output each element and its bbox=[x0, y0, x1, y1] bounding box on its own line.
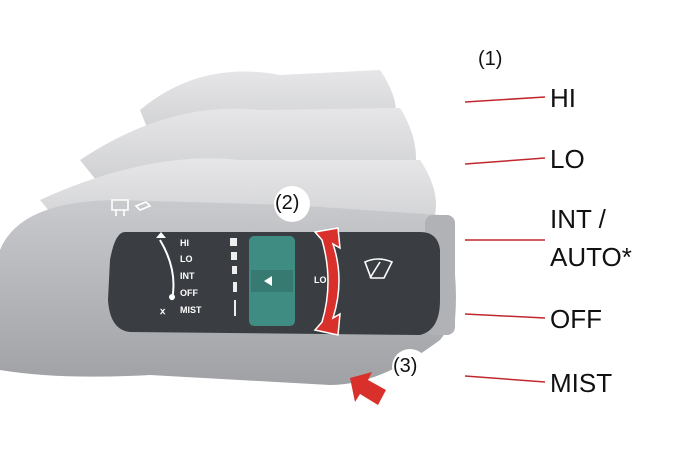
front-wiper-icon bbox=[363, 258, 394, 279]
stalk-label-off: OFF bbox=[180, 288, 198, 298]
callout-2: (2) bbox=[275, 192, 300, 214]
position-hi: HI bbox=[550, 83, 576, 113]
pull-arrow bbox=[350, 372, 386, 405]
stalk-label-int: INT bbox=[180, 271, 195, 281]
washer-icon bbox=[111, 199, 152, 216]
leader-lines bbox=[464, 96, 546, 383]
rotate-arrow bbox=[313, 227, 341, 336]
stalk-label-hi: HI bbox=[180, 238, 189, 248]
sensitivity-scale-icon bbox=[230, 238, 237, 316]
stalk-label-lo: LO bbox=[180, 254, 193, 264]
callout-3: (3) bbox=[393, 355, 418, 377]
position-off: OFF bbox=[550, 304, 602, 334]
position-auto: AUTO* bbox=[550, 242, 632, 272]
position-int: INT / bbox=[550, 204, 606, 234]
position-lo: LO bbox=[550, 144, 585, 174]
knob-arrow-icon bbox=[264, 276, 272, 286]
position-mist: MIST bbox=[550, 368, 613, 398]
stalk-label-lo-partial: LO bbox=[314, 275, 327, 285]
callout-1: (1) bbox=[478, 48, 503, 70]
stalk-label-mist: MIST bbox=[180, 305, 202, 315]
mist-icon: ⅹ bbox=[159, 306, 166, 316]
